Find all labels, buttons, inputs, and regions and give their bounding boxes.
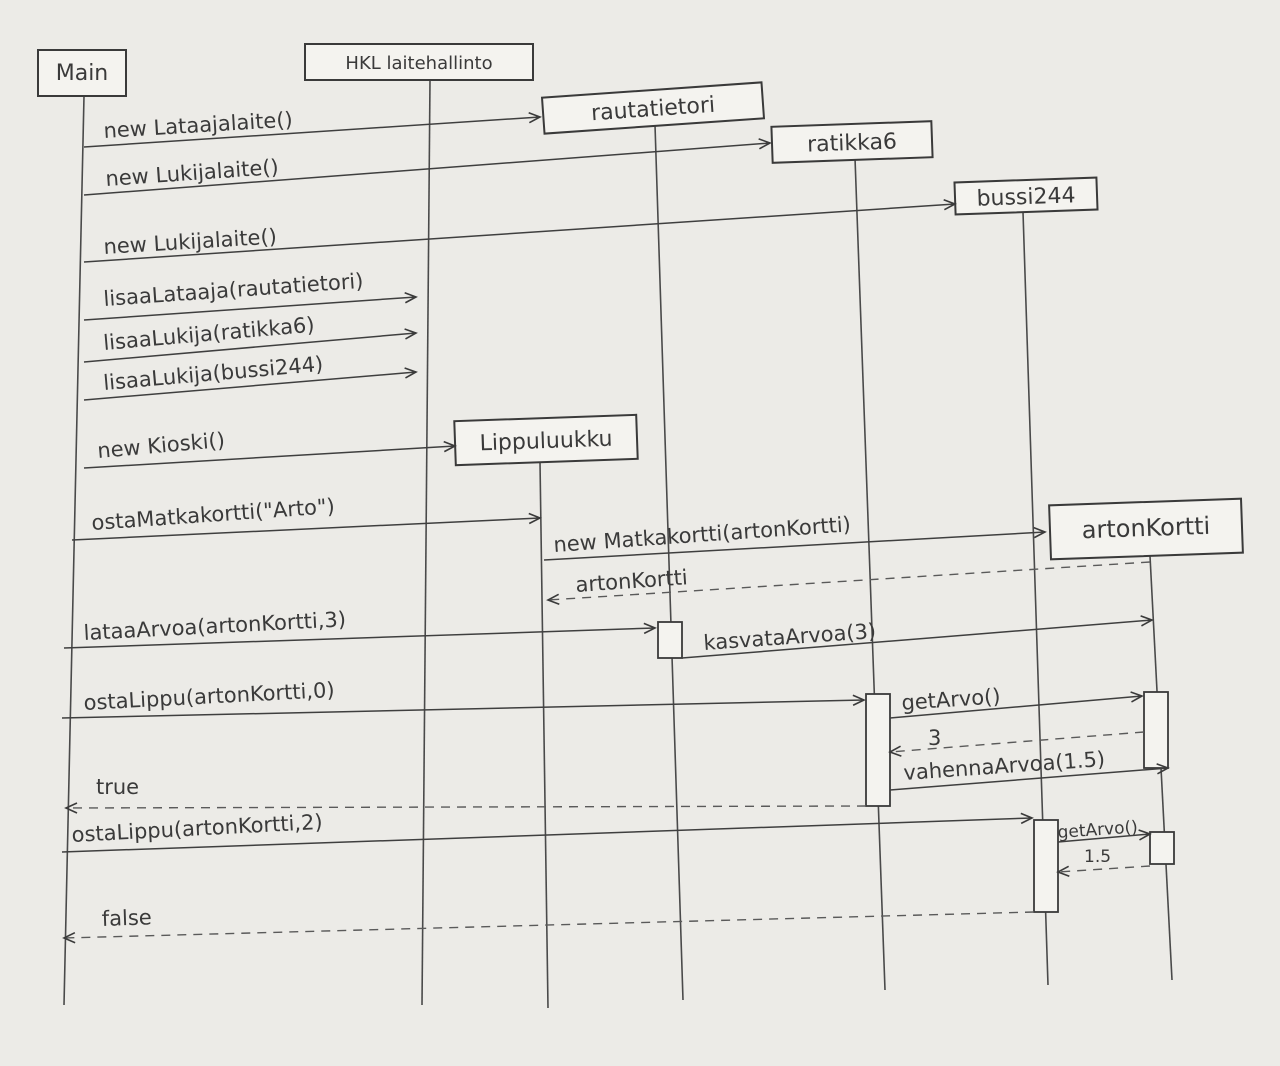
message-label: ostaLippu(artonKortti,2): [71, 810, 323, 847]
message-label: 1.5: [1084, 847, 1111, 867]
message-arrow: [64, 802, 867, 814]
message-arrow: [888, 731, 1145, 757]
message-arrow: [83, 328, 418, 363]
message-label: vahennaArvoa(1.5): [903, 747, 1106, 785]
participant-ratikka6: ratikka6: [770, 120, 934, 164]
message-label: false: [101, 905, 152, 931]
message-arrow: [83, 292, 418, 321]
message-arrow: [889, 691, 1144, 719]
message-arrow: [63, 622, 657, 649]
message-arrow: [61, 694, 866, 719]
activation-bars: [657, 621, 1175, 913]
messages: new Lataajalaite() new Lukijalaite() new…: [61, 107, 1170, 944]
message-label: getArvo(): [901, 684, 1002, 715]
participant-hkl-label: HKL laitehallinto: [345, 53, 492, 74]
participant-bussi244: bussi244: [953, 176, 1099, 216]
message-arrow: [83, 198, 957, 263]
message-label: artonKortti: [575, 565, 689, 597]
message-arrow: [62, 911, 1035, 944]
participant-main: Main: [37, 49, 127, 97]
message-arrow: [61, 812, 1034, 853]
message-arrow: [546, 561, 1151, 606]
message-label: ostaLippu(artonKortti,0): [83, 678, 335, 715]
lifeline-ratikka6: [854, 157, 886, 991]
message-label: getArvo(): [1057, 817, 1138, 843]
participant-artonkortti-label: artonKortti: [1081, 512, 1210, 544]
participant-hkl: HKL laitehallinto: [304, 43, 534, 81]
participant-bussi244-label: bussi244: [976, 183, 1076, 211]
activation-rautatietori: [657, 621, 683, 659]
message-label: new Matkakortti(artonKortti): [553, 512, 852, 557]
lifeline-lippuluukku: [539, 461, 549, 1009]
message-arrow: [83, 138, 772, 196]
lifeline-rautatietori: [654, 124, 684, 1001]
message-arrow: [1057, 829, 1152, 843]
message-arrow: [83, 111, 542, 148]
message-arrow: [83, 367, 418, 401]
participant-lippuluukku-label: Lippuluukku: [479, 427, 613, 457]
lifelines: [63, 79, 1173, 1009]
participant-artonkortti: artonKortti: [1048, 497, 1244, 561]
activation-artonkortti-1: [1143, 691, 1169, 769]
message-label: new Kioski(): [96, 428, 225, 463]
participant-ratikka6-label: ratikka6: [807, 129, 898, 157]
message-arrow: [543, 526, 1047, 561]
message-label: new Lukijalaite(): [103, 224, 278, 259]
activation-ratikka6: [865, 693, 891, 807]
message-label: new Lukijalaite(): [105, 155, 280, 191]
activation-bussi244: [1033, 819, 1059, 913]
participant-lippuluukku: Lippuluukku: [453, 413, 639, 467]
message-arrow: [83, 440, 457, 469]
activation-artonkortti-2: [1149, 831, 1175, 865]
message-arrow: [889, 763, 1170, 791]
participant-rautatietori: rautatietori: [540, 81, 766, 135]
message-label: lisaaLataaja(rautatietori): [103, 269, 364, 311]
message-arrow: [681, 615, 1154, 659]
message-label: lisaaLukija(ratikka6): [102, 313, 315, 355]
message-label: true: [96, 775, 139, 799]
message-label: 3: [928, 726, 941, 750]
message-label: new Lataajalaite(): [103, 107, 294, 143]
message-arrow: [71, 512, 542, 541]
lifeline-main: [63, 95, 85, 1006]
participant-main-label: Main: [56, 61, 109, 86]
lifeline-hkl: [421, 79, 431, 1006]
